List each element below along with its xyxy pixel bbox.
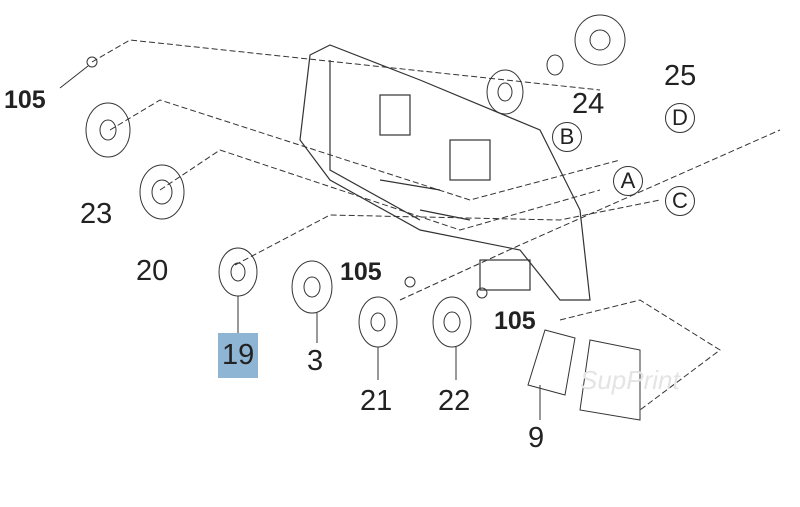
screws: [59, 56, 488, 299]
label-23: 23: [80, 198, 113, 230]
gear-24: [486, 69, 524, 115]
label-19: 19: [222, 339, 255, 371]
frame: [299, 44, 591, 301]
gear-3: [291, 260, 333, 343]
connector-b: B: [552, 122, 582, 152]
bracket-9: [527, 329, 641, 421]
connector-c: C: [665, 186, 695, 216]
gear-20: [139, 164, 185, 220]
gear-19: [218, 247, 258, 333]
label-105: 105: [494, 307, 536, 335]
label-24: 24: [572, 88, 605, 120]
label-20: 20: [136, 255, 169, 287]
connector-a: A: [613, 166, 643, 196]
label-9: 9: [528, 422, 545, 454]
label-25: 25: [664, 60, 697, 92]
gear-23: [85, 102, 131, 158]
label-105: 105: [340, 258, 382, 286]
connector-d: D: [665, 103, 695, 133]
gear-25: [546, 14, 626, 76]
label-22: 22: [438, 385, 471, 417]
label-3: 3: [307, 345, 324, 377]
label-21: 21: [360, 385, 393, 417]
watermark: SupPrint: [580, 365, 680, 395]
gear-21: [358, 296, 398, 380]
label-105: 105: [4, 86, 46, 114]
highlight-19: [218, 333, 258, 378]
gear-22: [432, 296, 472, 380]
leader-lines: [91, 39, 781, 411]
